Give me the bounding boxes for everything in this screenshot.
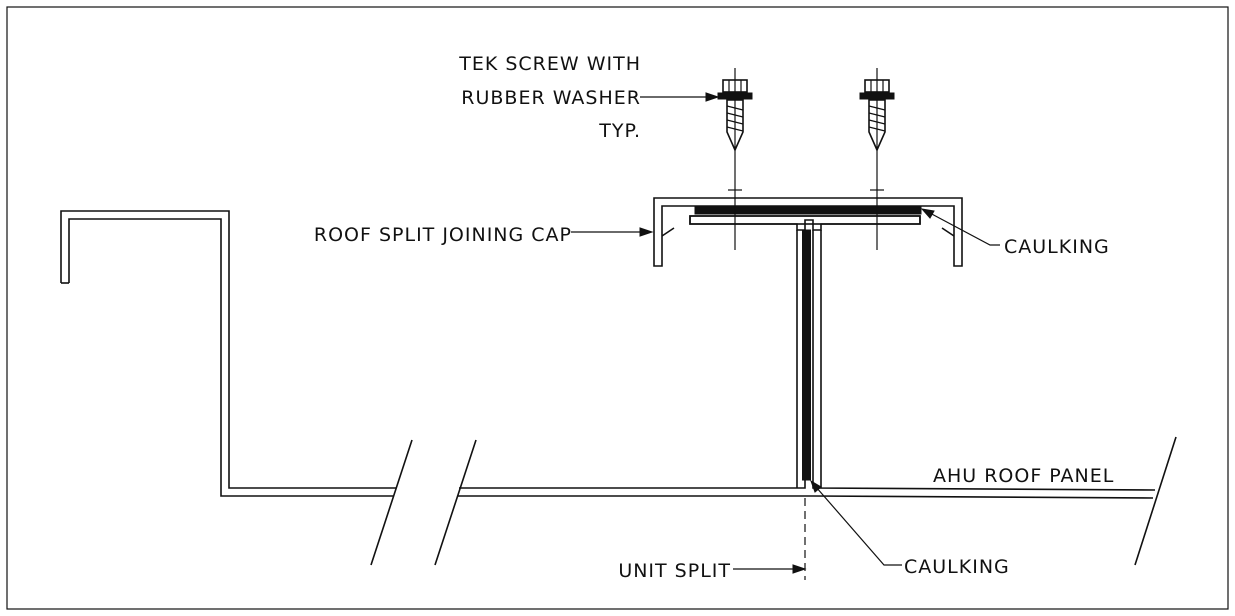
tek-screw-right — [859, 68, 895, 250]
caulking-bar-top — [694, 206, 922, 215]
break-line-right — [1134, 436, 1177, 566]
label-tek-screw-line1: TEK SCREW WITH — [458, 53, 641, 75]
label-caulking-top: CAULKING — [1004, 236, 1110, 258]
drawing-border — [6, 6, 1229, 610]
leader-unit-split — [733, 564, 807, 574]
leader-roof-split-cap — [571, 227, 654, 237]
label-unit-split: UNIT SPLIT — [618, 560, 731, 582]
label-roof-split-cap: ROOF SPLIT JOINING CAP — [314, 224, 572, 246]
roof-split-joining-cap — [653, 197, 963, 267]
label-tek-screw-line3: TYP. — [598, 120, 641, 142]
break-line-left-1 — [370, 439, 413, 566]
label-tek-screw-line2: RUBBER WASHER — [461, 87, 641, 109]
label-caulking-bottom: CAULKING — [904, 556, 1010, 578]
break-line-left-2 — [434, 439, 477, 566]
right-roof-panel — [812, 230, 1156, 499]
label-ahu-roof-panel: AHU ROOF PANEL — [933, 465, 1114, 487]
caulking-strip-vertical — [802, 229, 811, 481]
left-roof-panel — [60, 210, 813, 497]
leader-caulking-bottom — [810, 479, 902, 566]
leader-tek-screw — [640, 92, 720, 102]
leader-caulking-top — [920, 208, 1000, 246]
tek-screw-left — [717, 68, 753, 250]
